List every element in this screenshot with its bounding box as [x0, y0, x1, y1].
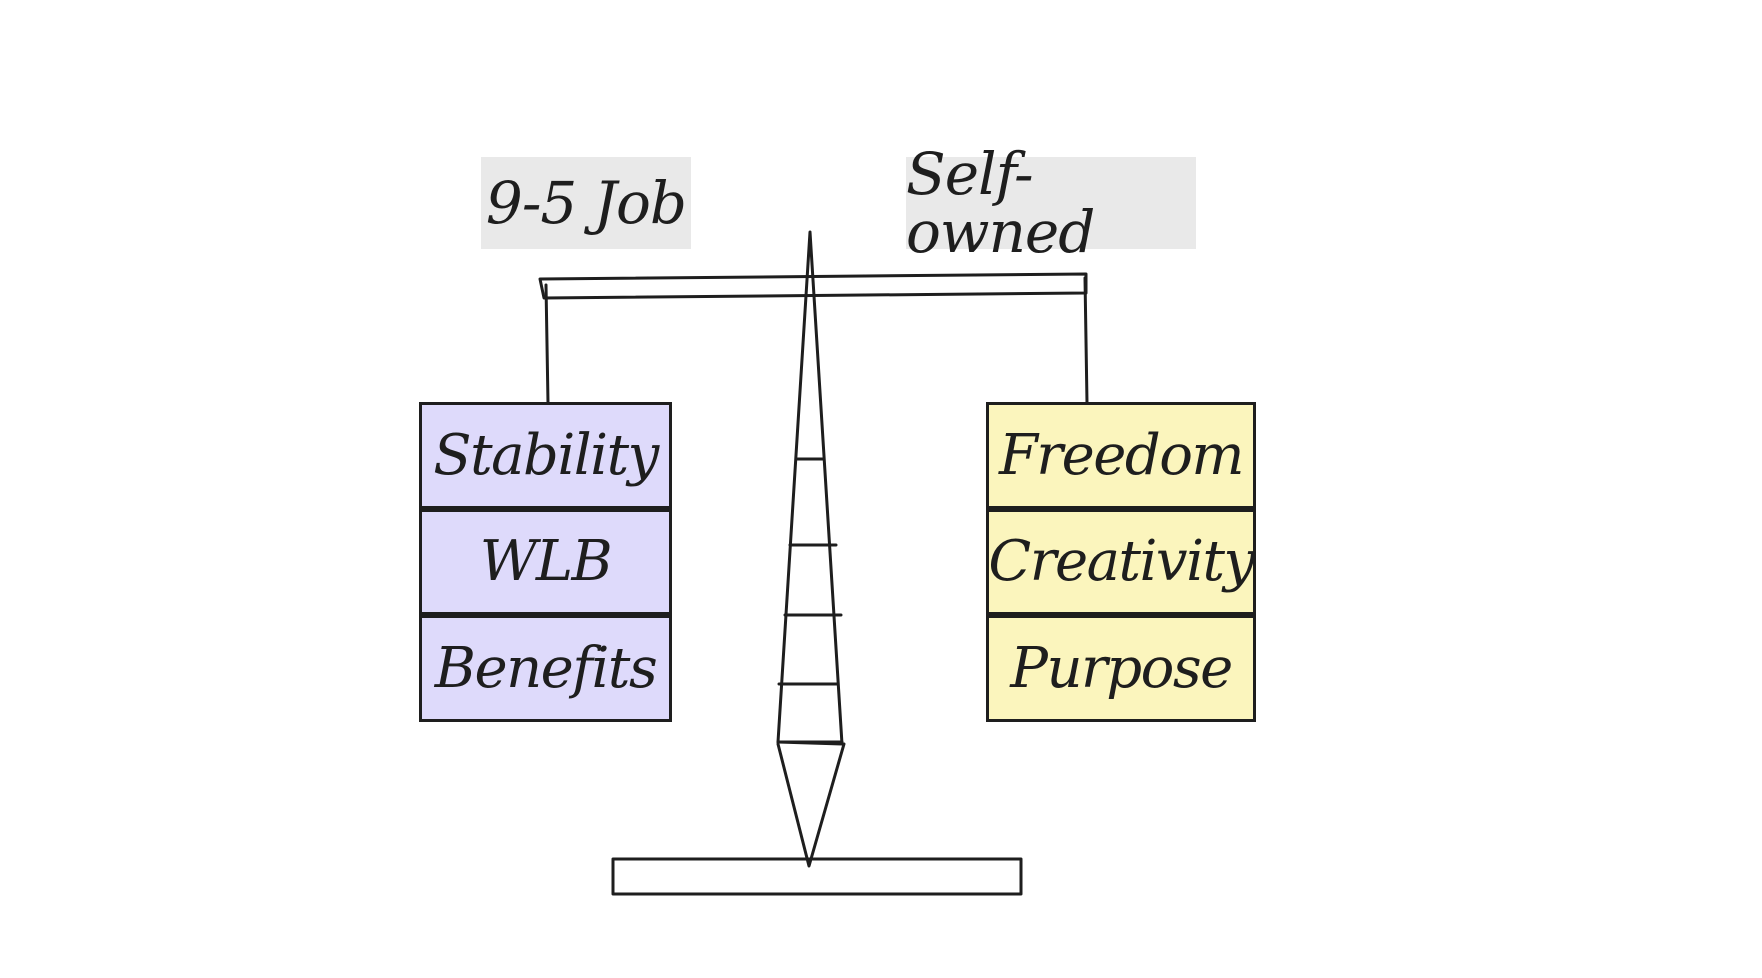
left-item-benefits: Benefits — [419, 612, 672, 722]
left-title-label: 9-5 Job — [481, 157, 691, 249]
left-item-wlb: WLB — [419, 506, 672, 615]
right-item-creativity: Creativity — [986, 506, 1256, 615]
scale-pointer — [778, 744, 844, 866]
right-item-purpose: Purpose — [986, 612, 1256, 722]
scale-pillar — [778, 232, 842, 744]
left-item-stability: Stability — [419, 402, 672, 509]
right-title-label: Self-owned — [906, 157, 1196, 249]
right-hanger — [1085, 278, 1087, 403]
left-hanger — [546, 285, 548, 403]
right-item-freedom: Freedom — [986, 402, 1256, 509]
scale-base — [613, 859, 1021, 894]
